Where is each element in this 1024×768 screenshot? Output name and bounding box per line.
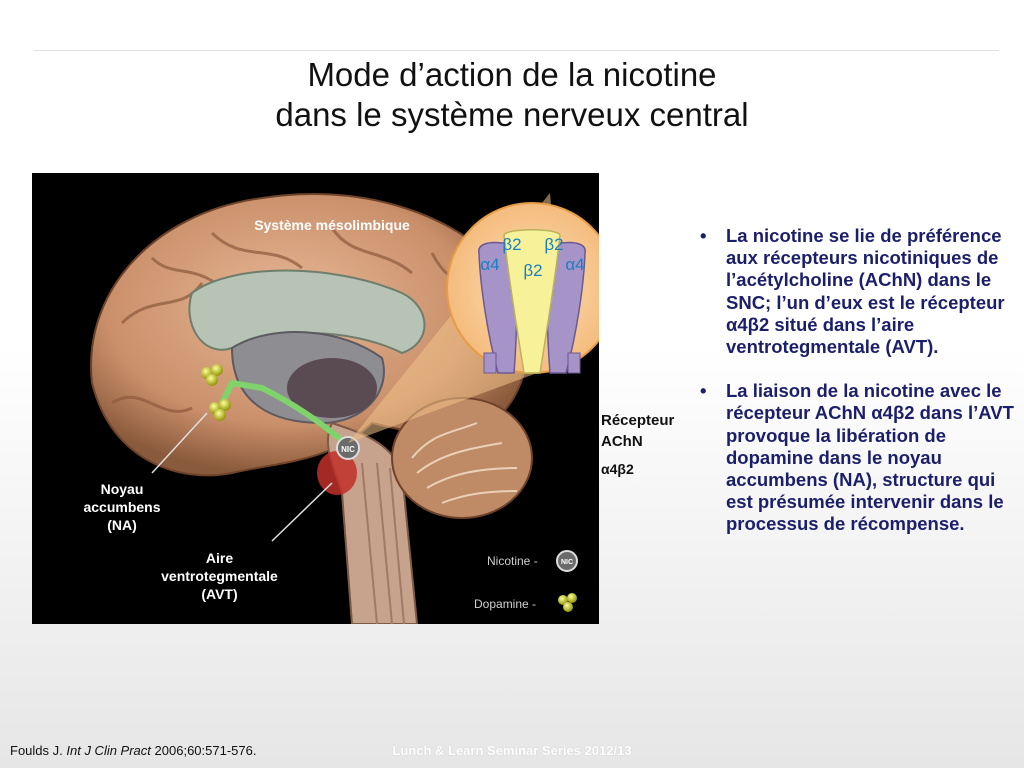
receptor-line-1: Récepteur (601, 412, 675, 429)
bullet-dot-icon: • (700, 225, 707, 246)
legend-dopamine-label: Dopamine - (474, 597, 537, 611)
label-mesolimbic: Système mésolimbique (254, 217, 410, 233)
cerebellum-folia (411, 422, 518, 504)
pointer-lines (151, 412, 333, 542)
subunit-label-4: β2 (523, 261, 542, 280)
bullet-text-1: La nicotine se lie de préférence aux réc… (726, 225, 1005, 358)
subunit-label-1: β2 (502, 235, 521, 254)
receptor-structure (478, 229, 586, 374)
footer-series: Lunch & Learn Seminar Series 2012/13 (392, 743, 632, 758)
legend-nic-icon (556, 550, 578, 572)
label-noyau-accumbens: Noyau accumbens (NA) (62, 480, 182, 534)
bullet-item-1: • La nicotine se lie de préférence aux r… (700, 225, 1020, 358)
brain-illustration: NIC β2 β2 α4 β2 α4 NIC (32, 173, 599, 624)
bullet-text-2: La liaison de la nicotine avec le récept… (726, 380, 1014, 535)
legend-nicotine-label: Nicotine - (487, 554, 538, 568)
subunit-label-2: β2 (544, 235, 563, 254)
legend-nic-text: NIC (561, 559, 573, 566)
receptor-label: Récepteur AChN (601, 410, 674, 452)
beta2-subunit (503, 229, 561, 374)
bullet-item-2: • La liaison de la nicotine avec le réce… (700, 380, 1020, 535)
legend-dopamine-icon (558, 593, 577, 612)
reference-citation: 2006;60:571-576. (154, 743, 257, 758)
limbic-region (188, 269, 426, 355)
label-aire-ventrotegmentale: Aire ventrotegmentale (AVT) (132, 549, 307, 603)
na-line-1: Noyau (100, 481, 144, 497)
brainstem-striations (361, 462, 405, 624)
bullet-dot-icon: • (700, 380, 707, 402)
subunit-labels: β2 β2 α4 β2 α4 (480, 235, 584, 280)
bullet-list: • La nicotine se lie de préférence aux r… (700, 225, 1020, 558)
slide-title: Mode d’action de la nicotine dans le sys… (0, 55, 1024, 135)
reference-journal: Int J Clin Pract (66, 743, 151, 758)
avt-line-3: (AVT) (201, 586, 238, 602)
vta-region (317, 451, 357, 495)
na-line-3: (NA) (107, 517, 137, 533)
top-divider (34, 50, 999, 51)
reference: Foulds J. Int J Clin Pract 2006;60:571-5… (10, 743, 256, 758)
dopamine-cluster-na (201, 364, 231, 421)
nic-badge-icon (336, 436, 360, 460)
avt-line-1: Aire (205, 550, 234, 566)
brain-svg: NIC β2 β2 α4 β2 α4 NIC (90, 193, 599, 624)
nic-badge-text: NIC (341, 445, 355, 454)
na-line-2: accumbens (83, 499, 161, 515)
title-line-2: dans le système nerveux central (275, 96, 749, 133)
avt-line-2: ventrotegmentale (161, 568, 278, 584)
receptor-type-label: α4β2 (601, 461, 634, 477)
subunit-label-3: α4 (480, 255, 499, 274)
midbrain (287, 358, 377, 418)
title-line-1: Mode d’action de la nicotine (307, 56, 717, 93)
receptor-line-2: AChN (601, 433, 643, 450)
reference-author: Foulds J. (10, 743, 63, 758)
alpha-tail-right (567, 352, 581, 374)
alpha-tail-left (483, 352, 497, 374)
subunit-label-5: α4 (565, 255, 584, 274)
